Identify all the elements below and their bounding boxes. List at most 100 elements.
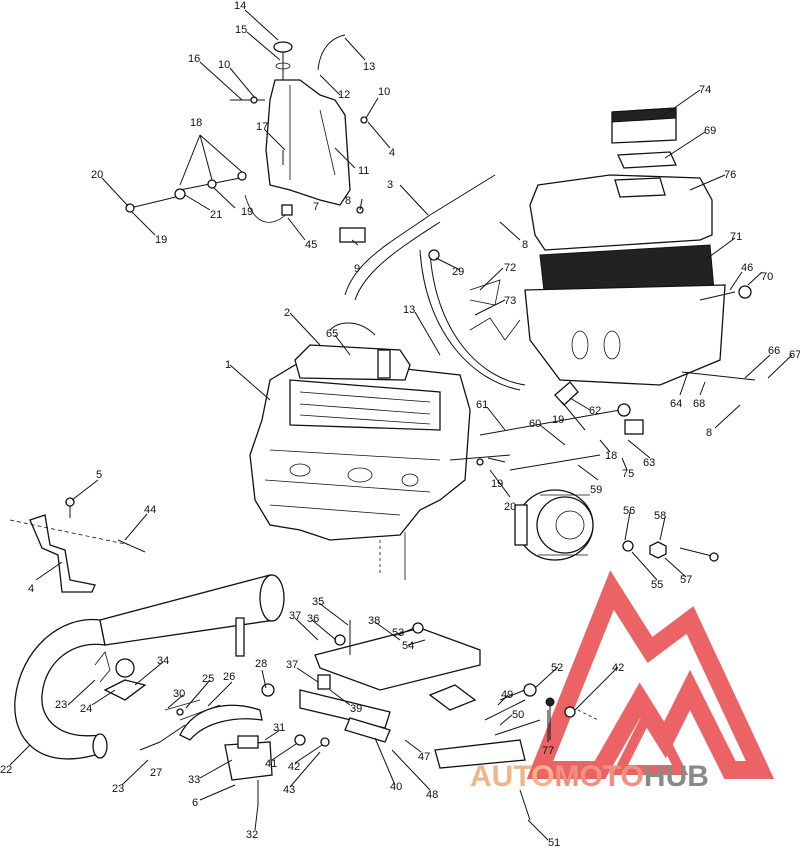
- callout-18: 18: [190, 117, 202, 129]
- callout-35: 35: [312, 596, 324, 608]
- drive-clutch: [514, 489, 594, 561]
- callout-8b: 8: [522, 239, 528, 251]
- callout-19: 19: [241, 206, 253, 218]
- callout-45: 45: [305, 239, 317, 251]
- callout-40: 40: [390, 781, 402, 793]
- callout-66: 66: [768, 345, 780, 357]
- callout-19c: 19: [552, 414, 564, 426]
- engine-mount-plate: [299, 620, 599, 821]
- callout-53: 53: [392, 627, 404, 639]
- callout-10b: 10: [378, 86, 390, 98]
- callout-32: 32: [246, 829, 258, 841]
- callout-17: 17: [256, 121, 268, 133]
- callout-75: 75: [622, 468, 634, 480]
- callout-67: 67: [789, 349, 800, 361]
- callout-23b: 23: [112, 783, 124, 795]
- callout-51: 51: [548, 837, 560, 846]
- callout-12: 12: [338, 89, 350, 101]
- callout-33: 33: [188, 774, 200, 786]
- callout-47: 47: [418, 751, 430, 763]
- callout-36: 36: [307, 613, 319, 625]
- watermark-moto: MOTO: [554, 760, 644, 793]
- callout-73: 73: [504, 295, 516, 307]
- engine-block: [249, 322, 471, 580]
- callout-19b: 19: [155, 234, 167, 246]
- callout-42b: 42: [288, 761, 300, 773]
- callout-8c: 8: [706, 427, 712, 439]
- callout-13: 13: [363, 61, 375, 73]
- callout-27: 27: [150, 767, 162, 779]
- callout-26: 26: [223, 671, 235, 683]
- reservoir-tank: [265, 34, 351, 216]
- callout-43: 43: [283, 784, 295, 796]
- callout-11: 11: [358, 165, 369, 177]
- callout-57: 57: [680, 574, 692, 586]
- side-bracket: [9, 497, 146, 593]
- callout-63: 63: [643, 457, 655, 469]
- callout-48: 48: [426, 789, 438, 801]
- callout-44: 44: [144, 504, 156, 516]
- callout-4: 4: [389, 147, 395, 159]
- callout-64: 64: [670, 398, 682, 410]
- callout-42: 42: [612, 662, 624, 674]
- watermark-auto: AUTO: [470, 760, 555, 793]
- callout-6: 6: [192, 797, 198, 809]
- callout-7: 7: [313, 201, 319, 213]
- automotohub-watermark: AUTOMOTOHUB: [470, 760, 800, 800]
- callout-59: 59: [590, 484, 602, 496]
- callout-9: 9: [354, 263, 360, 275]
- callout-37: 37: [289, 610, 301, 622]
- callout-62: 62: [589, 405, 601, 417]
- callout-34: 34: [157, 655, 169, 667]
- callout-38: 38: [368, 615, 380, 627]
- callout-14: 14: [234, 0, 246, 12]
- exhaust-manifold: [164, 683, 330, 805]
- callout-55: 55: [651, 579, 663, 591]
- callout-8: 8: [345, 195, 351, 207]
- callout-20b: 20: [504, 501, 516, 513]
- exhaust-pipe: [14, 574, 285, 760]
- callout-46: 46: [741, 262, 753, 274]
- callout-13b: 13: [403, 304, 415, 316]
- callout-74: 74: [699, 84, 711, 96]
- callout-30: 30: [173, 688, 185, 700]
- automotohub-logo-icon: [526, 570, 775, 779]
- callout-60: 60: [529, 418, 541, 430]
- callout-61: 61: [476, 399, 488, 411]
- callout-21: 21: [210, 209, 222, 221]
- callout-76: 76: [724, 169, 736, 181]
- callout-1: 1: [225, 359, 231, 371]
- callout-31: 31: [273, 722, 285, 734]
- callout-65: 65: [326, 328, 338, 340]
- callout-23: 23: [55, 699, 67, 711]
- callout-2: 2: [284, 307, 290, 319]
- callout-39: 39: [350, 703, 362, 715]
- callout-24: 24: [80, 703, 92, 715]
- air-intake-silencer: [524, 107, 756, 386]
- callout-70: 70: [761, 271, 773, 283]
- callout-3: 3: [387, 179, 393, 191]
- callout-18b: 18: [605, 450, 617, 462]
- callout-37b: 37: [286, 659, 298, 671]
- watermark-hub: HUB: [643, 760, 709, 793]
- callout-20: 20: [91, 169, 103, 181]
- callout-77: 77: [542, 745, 554, 757]
- callout-52: 52: [551, 662, 563, 674]
- callout-4b: 4: [28, 583, 34, 595]
- callout-25: 25: [202, 673, 214, 685]
- callout-41: 41: [265, 758, 277, 770]
- callout-58: 58: [654, 510, 666, 522]
- callout-19d: 19: [491, 478, 503, 490]
- callout-68: 68: [693, 398, 705, 410]
- callout-71: 71: [730, 231, 742, 243]
- callout-10: 10: [218, 59, 230, 71]
- callout-22: 22: [0, 764, 12, 776]
- callout-56: 56: [623, 505, 635, 517]
- callout-50: 50: [512, 709, 524, 721]
- leader-lines: [9, 9, 793, 841]
- callout-49: 49: [501, 689, 513, 701]
- callout-28: 28: [255, 658, 267, 670]
